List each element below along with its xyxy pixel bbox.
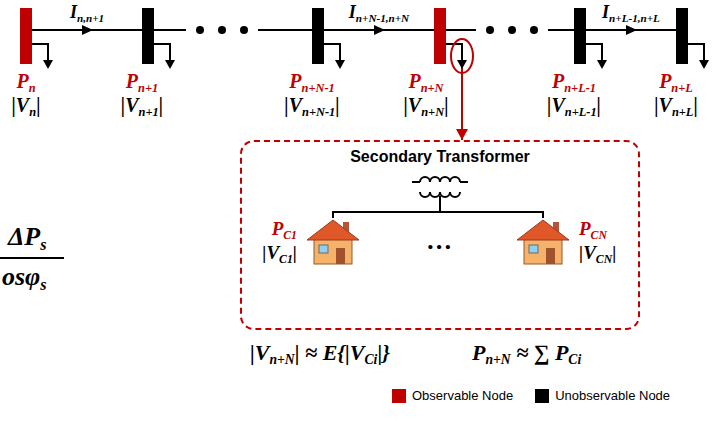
legend-text: Observable Node: [412, 388, 513, 403]
connector-line: [154, 29, 312, 31]
power-label: Pn+N: [408, 70, 443, 95]
legend-text: Unobservable Node: [555, 388, 670, 403]
continuation-dots: [196, 26, 538, 34]
legend-swatch: [392, 389, 406, 403]
formula-fragment: ΔPs: [8, 222, 46, 252]
power-label: Pn+L-1: [552, 70, 596, 95]
feeder-line: [586, 25, 676, 35]
current-label: In,n+1: [68, 2, 106, 24]
current-label: In+L-1,n+L: [600, 2, 662, 24]
load-arrow: [32, 44, 704, 62]
voltage-label: |Vn+N|: [403, 94, 448, 119]
bus-bar: Pn+L|Vn+L|: [676, 8, 688, 64]
connector-line: [446, 44, 462, 140]
legend-swatch: [535, 389, 549, 403]
service-wire: [333, 212, 543, 218]
group-title: Secondary Transformer: [242, 148, 638, 166]
approximation-formula: |Vn+N| ≈ E{|VCi|}: [250, 340, 390, 366]
customer-house: PCN|VCN|: [515, 218, 571, 266]
power-label: Pn+N-1: [289, 70, 334, 95]
house-icon: [305, 218, 361, 266]
voltage-label: |Vn+L|: [654, 94, 698, 119]
load-arrowhead: [457, 60, 467, 69]
customer-house: PC1|VC1|: [305, 218, 361, 266]
feeder-line: [446, 44, 468, 140]
bus-bar: Pn|Vn|: [20, 8, 32, 64]
transformer-symbol: [412, 177, 468, 212]
voltage-label: |Vn+1|: [121, 94, 163, 119]
ellipsis: …: [427, 226, 453, 256]
bus-bar: Pn+L-1|Vn+L-1|: [574, 8, 586, 64]
power-label: Pn+L: [659, 70, 693, 95]
legend: Observable Node Unobservable Node: [392, 388, 670, 403]
fraction-bar: [0, 257, 64, 259]
legend-item: Unobservable Node: [535, 388, 670, 403]
highlight-ellipse: [451, 39, 473, 73]
connector-line: [446, 29, 574, 31]
arrowhead: [456, 129, 468, 140]
bus-bar: Pn+N|Vn+N|: [434, 8, 446, 64]
power-label: Pn: [16, 70, 35, 95]
arrowhead: [374, 25, 385, 35]
arrowhead: [82, 25, 93, 35]
house-icon: [515, 218, 571, 266]
voltage-label: |VC1|: [262, 242, 297, 267]
feeder-line: [32, 25, 142, 35]
feeder-line: [154, 30, 312, 31]
formula-fragment: osφs: [2, 262, 47, 292]
current-label: In+N-1,n+N: [347, 2, 411, 24]
legend-item: Observable Node: [392, 388, 513, 403]
feeder-line: [446, 30, 574, 31]
voltage-label: |VCN|: [579, 242, 616, 267]
voltage-label: |Vn|: [11, 94, 40, 119]
power-label: PC1: [272, 218, 297, 243]
bus-bar: Pn+1|Vn+1|: [142, 8, 154, 64]
bus-bar: Pn+N-1|Vn+N-1|: [312, 8, 324, 64]
power-label: Pn+1: [126, 70, 158, 95]
approximation-formula: Pn+N ≈ ∑ PCi: [472, 340, 581, 366]
voltage-label: |Vn+L-1|: [547, 94, 601, 119]
feeder-line: [324, 25, 434, 35]
power-label: PCN: [579, 218, 607, 243]
arrowhead: [626, 25, 637, 35]
load-arrow: [446, 44, 462, 62]
voltage-label: |Vn+N-1|: [284, 94, 339, 119]
